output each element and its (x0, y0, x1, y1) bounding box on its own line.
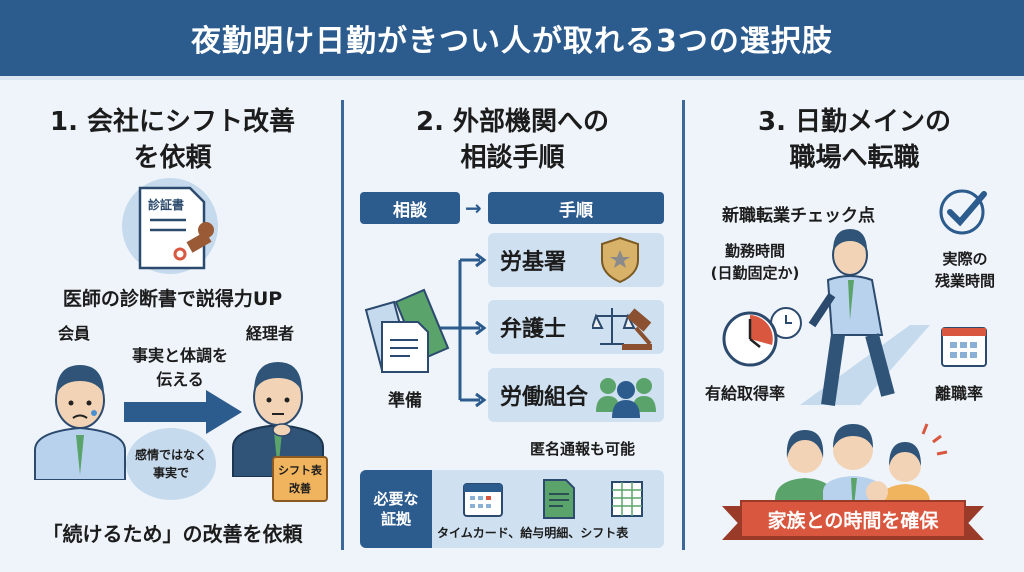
police-badge-icon (601, 236, 639, 284)
walking-person-illustration (800, 229, 930, 406)
section1-footer: 「続けるため」の改善を依頼 (42, 522, 303, 546)
family-time-banner: 家族との時間を確保 (740, 500, 966, 538)
flow-arrow-icon: → (465, 196, 482, 220)
anonymous-note: 匿名通報も可能 (530, 440, 636, 458)
checkpoint-title: 新職転業チェック点 (722, 206, 875, 226)
worried-member-avatar (34, 365, 126, 480)
page-title: 夜勤明け日勤がきつい人が取れる3つの選択肢 (191, 24, 833, 59)
evidence-icons (463, 479, 643, 519)
calendar-icon (941, 327, 987, 367)
evidence-items: タイムカード、給与明細、シフト表 (437, 526, 629, 540)
group-icon (596, 378, 656, 418)
checkpoint-work-hours: 勤務時間(日勤固定か) (710, 242, 800, 282)
certificate-label: 診証書 (148, 198, 185, 212)
manager-label: 経理者 (246, 324, 295, 343)
column-divider (341, 100, 344, 550)
thought-bubble (126, 428, 216, 500)
evidence-label: 必要な証拠 (360, 470, 432, 548)
right-arrow-icon (124, 390, 242, 434)
checkpoint-paid-leave: 有給取得率 (705, 384, 786, 403)
header-banner: 夜勤明け日勤がきつい人が取れる3つの選択肢 (0, 0, 1024, 80)
thinking-manager-avatar (232, 362, 324, 477)
doctor-note: 医師の診断書で説得力UP (62, 288, 283, 310)
bubble-text: 感情ではなく事実で (134, 448, 207, 480)
consult-item-lawyer: 弁護士 (488, 300, 664, 354)
shift-folder-icon: シフト表改善 (272, 456, 328, 502)
arrow-text: 事実と体調を伝える (131, 346, 228, 389)
medical-certificate-icon (122, 178, 218, 274)
prep-label: 準備 (388, 391, 422, 411)
section3-title: 3. 日勤メインの職場へ転職 (757, 107, 952, 173)
branch-arrows (364, 252, 487, 408)
shift-table-icon (611, 481, 643, 517)
member-label: 会員 (58, 324, 91, 343)
checkpoint-turnover: 離職率 (935, 384, 984, 403)
payslip-icon (543, 479, 575, 519)
checkpoint-overtime: 実際の残業時間 (934, 250, 995, 290)
clock-icon (722, 307, 802, 367)
check-circle-icon (939, 189, 987, 235)
scales-gavel-icon (592, 308, 652, 350)
flow-procedure-box: 手順 (488, 192, 664, 224)
section1-title: 1. 会社にシフト改善を依頼 (49, 107, 296, 173)
column-divider (682, 100, 685, 550)
flow-consult-box: 相談 (360, 192, 460, 224)
timecard-calendar-icon (463, 483, 503, 517)
section2-title: 2. 外部機関への相談手順 (415, 107, 610, 173)
